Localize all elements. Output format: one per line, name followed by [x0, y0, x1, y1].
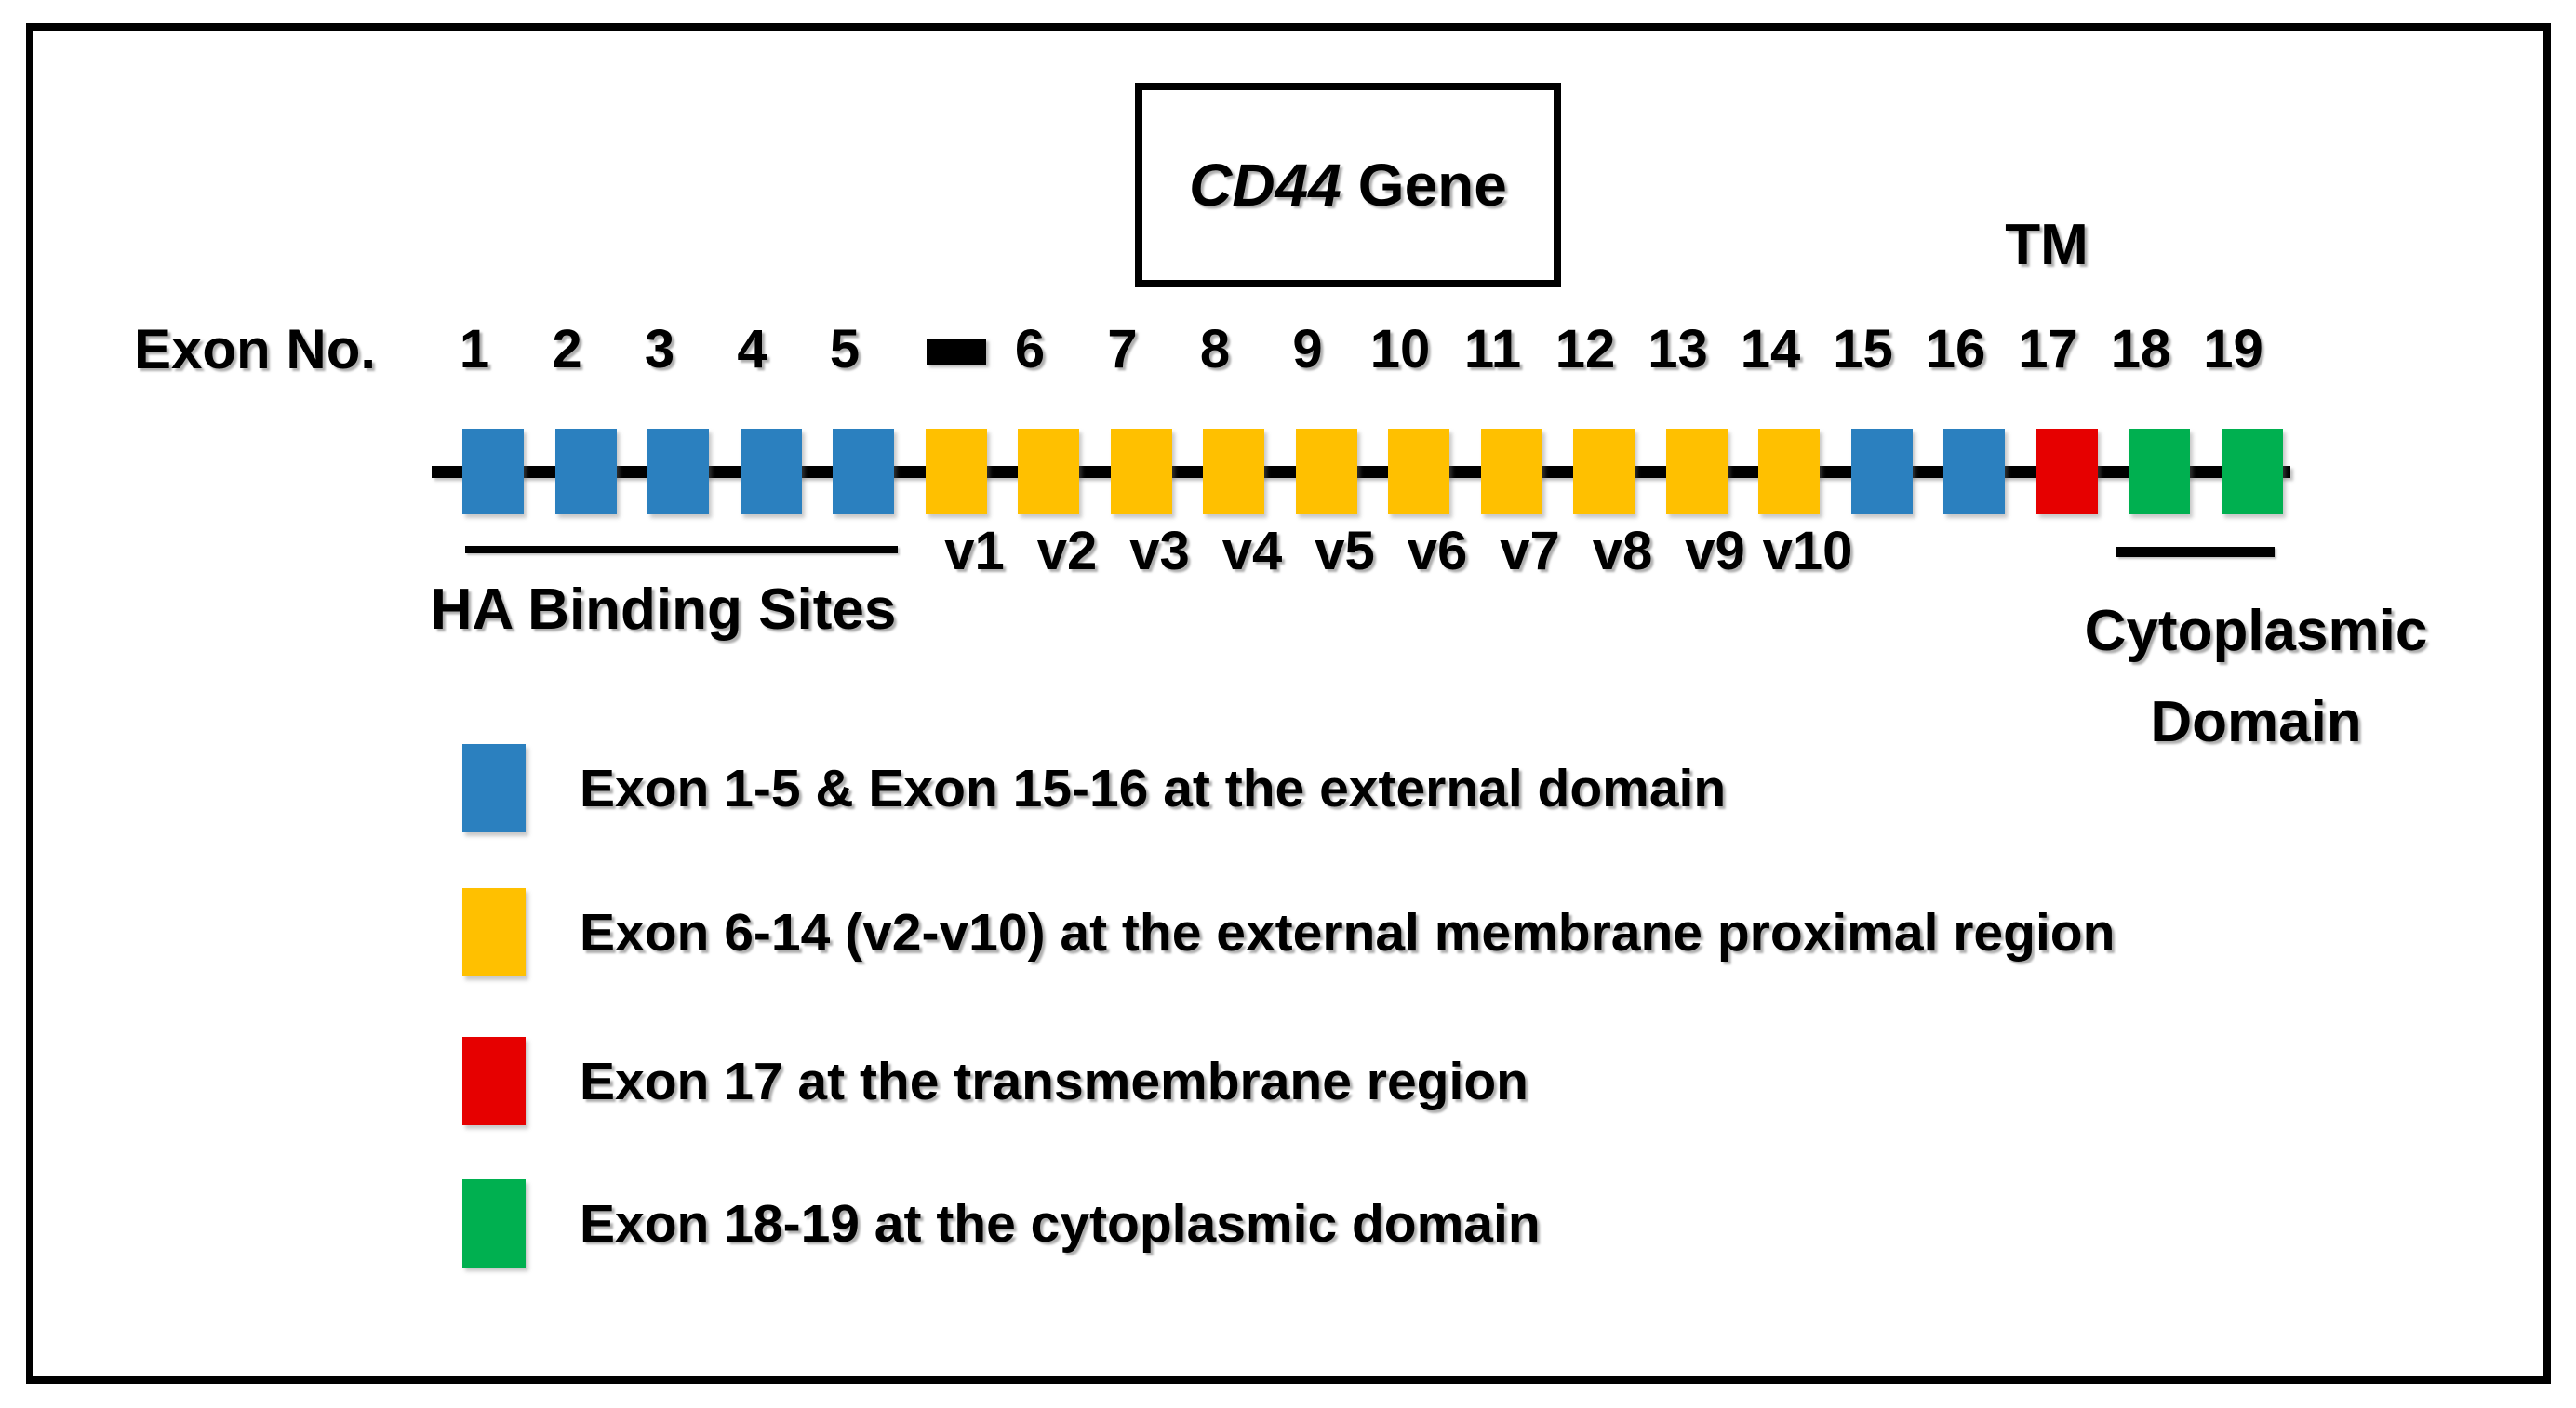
variant-label-v7: v7 — [1500, 521, 1560, 581]
gene-line — [432, 466, 2290, 478]
gene-title-suffix: Gene — [1357, 152, 1507, 219]
exon-no-label: Exon No. — [134, 318, 377, 380]
exon-number-17: 17 — [2018, 319, 2078, 379]
exon-number-12: 12 — [1555, 319, 1616, 379]
legend-row-red: Exon 17 at the transmembrane region — [462, 1037, 1528, 1125]
exon-square-8 — [1203, 429, 1264, 514]
exon-square-14 — [1758, 429, 1820, 514]
legend-label-red: Exon 17 at the transmembrane region — [580, 1051, 1528, 1111]
outer-border — [26, 23, 2551, 1384]
variant-label-v9: v9 — [1685, 521, 1745, 581]
legend-swatch-green — [462, 1179, 526, 1268]
cytoplasmic-underline — [2116, 547, 2275, 557]
legend-swatch-yellow — [462, 888, 526, 976]
cytoplasmic-domain-label: Cytoplasmic Domain — [2085, 586, 2428, 768]
exon-square-13 — [1665, 429, 1728, 514]
exon-square-18 — [2129, 429, 2190, 514]
variant-label-v2: v2 — [1036, 521, 1098, 581]
variant-label-v6: v6 — [1407, 521, 1468, 581]
exon-number-5: 5 — [829, 319, 861, 379]
ha-binding-label: HA Binding Sites — [430, 578, 897, 642]
legend-swatch-red — [462, 1037, 526, 1125]
v1-exon-marker — [926, 339, 986, 365]
variant-label-v1: v1 — [944, 521, 1005, 581]
exon-number-14: 14 — [1740, 319, 1801, 379]
exon-square-2 — [554, 429, 617, 514]
variant-label-v10: v10 — [1762, 521, 1853, 581]
exon-number-11: 11 — [1463, 319, 1522, 379]
exon-square-15 — [1850, 429, 1913, 514]
legend-row-blue: Exon 1-5 & Exon 15-16 at the external do… — [462, 744, 1726, 832]
exon-square-6 — [1018, 429, 1079, 514]
exon-square-17 — [2035, 429, 2098, 514]
exon-square-v1 — [925, 429, 987, 514]
exon-number-18: 18 — [2110, 319, 2171, 379]
exon-number-10: 10 — [1369, 319, 1431, 379]
exon-square-9 — [1295, 429, 1357, 514]
legend-row-yellow: Exon 6-14 (v2-v10) at the external membr… — [462, 888, 2115, 976]
exon-square-3 — [647, 429, 709, 514]
exon-square-7 — [1110, 429, 1172, 514]
exon-square-1 — [462, 429, 524, 514]
exon-number-3: 3 — [644, 319, 675, 379]
exon-number-2: 2 — [552, 319, 582, 379]
cytoplasmic-label-line1: Cytoplasmic — [2084, 599, 2428, 663]
exon-number-15: 15 — [1833, 319, 1893, 379]
exon-number-1: 1 — [459, 319, 490, 379]
gene-title-box: CD44 Gene — [1135, 83, 1561, 287]
variant-label-v8: v8 — [1592, 521, 1653, 581]
ha-binding-underline — [465, 546, 898, 553]
exon-square-5 — [833, 429, 894, 514]
legend-row-green: Exon 18-19 at the cytoplasmic domain — [462, 1179, 1541, 1268]
cytoplasmic-label-line2: Domain — [2150, 690, 2362, 754]
exon-number-4: 4 — [737, 319, 767, 379]
exon-number-19: 19 — [2203, 319, 2263, 379]
variant-label-v4: v4 — [1221, 521, 1283, 581]
exon-square-16 — [1943, 429, 2005, 514]
exon-square-11 — [1480, 429, 1542, 514]
exon-square-10 — [1388, 429, 1449, 514]
variant-label-v5: v5 — [1315, 521, 1375, 581]
exon-number-8: 8 — [1199, 319, 1231, 379]
exon-number-13: 13 — [1648, 319, 1708, 379]
exon-number-7: 7 — [1107, 319, 1138, 379]
legend-label-blue: Exon 1-5 & Exon 15-16 at the external do… — [580, 758, 1727, 818]
exon-square-12 — [1573, 429, 1635, 514]
variant-label-v3: v3 — [1129, 521, 1190, 581]
tm-label: TM — [2005, 213, 2089, 277]
legend-label-green: Exon 18-19 at the cytoplasmic domain — [580, 1193, 1541, 1254]
exon-number-16: 16 — [1925, 319, 1986, 379]
legend-swatch-blue — [462, 744, 526, 832]
exon-square-19 — [2221, 429, 2283, 514]
exon-number-9: 9 — [1292, 319, 1323, 379]
exon-square-4 — [740, 429, 802, 514]
exon-number-6: 6 — [1014, 319, 1046, 379]
legend-label-yellow: Exon 6-14 (v2-v10) at the external membr… — [580, 902, 2116, 963]
gene-name: CD44 — [1189, 152, 1341, 219]
